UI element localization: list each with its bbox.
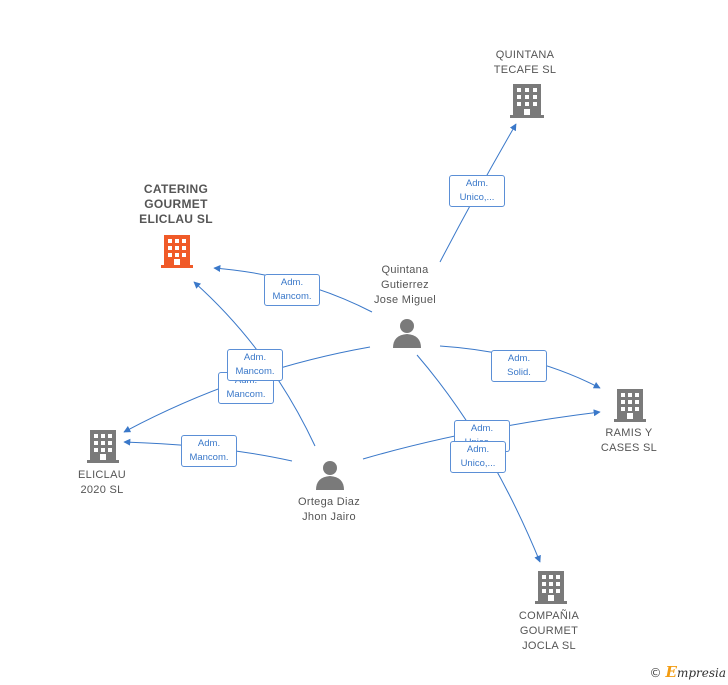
node-label-quintana-tecafe[interactable]: QUINTANA TECAFE SL [494, 48, 557, 78]
edge-label-quintana-catering[interactable]: Adm. Mancom. [264, 274, 320, 306]
edge-label-quintana-jocla[interactable]: Adm. Unico,... [450, 441, 506, 473]
edge-label-line: Adm. [466, 444, 490, 455]
label-line: CASES SL [600, 442, 658, 454]
edge-label-quintana-tecafe[interactable]: Adm. Unico,... [449, 175, 505, 207]
edge-label-line: Adm. [465, 178, 489, 189]
edge-label-ortega-eliclau[interactable]: Adm. Mancom. [181, 435, 237, 467]
node-label-jocla[interactable]: COMPAÑIA GOURMET JOCLA SL [519, 609, 579, 654]
empresia-logo-text: mpresia [676, 666, 726, 680]
person-icon-ortega[interactable] [316, 461, 344, 490]
edge-label-line: Mancom. [235, 366, 275, 377]
empresia-credit[interactable]: ©Empresia [650, 663, 727, 681]
empresia-logo-initial: E [665, 663, 677, 681]
building-icon-ramis[interactable] [614, 389, 646, 422]
label-line: QUINTANA [495, 49, 555, 61]
edge-label-line: Unico,... [460, 458, 496, 469]
label-line: JOCLA SL [522, 640, 576, 652]
edge-label-line: Adm. [507, 353, 531, 364]
building-icon-quintana-tecafe[interactable] [510, 84, 544, 118]
label-line: ELICLAU [78, 469, 126, 481]
edge-label-line: Mancom. [189, 452, 229, 463]
label-line: CATERING [143, 182, 209, 196]
edge-label-quintana-ramis[interactable]: Adm. Solid. [491, 350, 547, 382]
person-icon-quintana[interactable] [393, 319, 421, 348]
edge-label-line: Adm. [243, 352, 267, 363]
edge-label-line: Adm. [470, 423, 494, 434]
edge-label-line: Unico,... [459, 192, 495, 203]
building-icon-catering[interactable] [161, 235, 193, 268]
copyright-icon: © [649, 666, 662, 680]
edge-label-line: Adm. [280, 277, 304, 288]
edge-label-line: Solid. [507, 367, 531, 378]
building-icon-jocla[interactable] [535, 571, 567, 604]
label-line: ELICLAU SL [139, 212, 213, 226]
label-line: Quintana [381, 264, 429, 276]
label-line: Jose Miguel [374, 294, 436, 306]
node-label-ramis[interactable]: RAMIS Y CASES SL [601, 426, 657, 456]
edge-label-line: Mancom. [226, 389, 266, 400]
node-label-eliclau2020[interactable]: ELICLAU 2020 SL [78, 468, 126, 498]
building-icon-eliclau2020[interactable] [87, 430, 119, 463]
label-line: Gutierrez [381, 279, 429, 291]
edge-label-ortega-catering[interactable]: Adm. Mancom. [227, 349, 283, 381]
label-line: RAMIS Y [605, 427, 653, 439]
node-label-ortega[interactable]: Ortega Diaz Jhon Jairo [298, 495, 360, 525]
label-line: GOURMET [519, 625, 579, 637]
label-line: Ortega Diaz [298, 496, 360, 508]
label-line: COMPAÑIA [518, 610, 580, 622]
label-line: TECAFE SL [493, 64, 557, 76]
label-line: 2020 SL [80, 484, 124, 496]
edge-label-line: Adm. [197, 438, 221, 449]
node-label-quintana-person[interactable]: Quintana Gutierrez Jose Miguel [374, 263, 436, 308]
label-line: GOURMET [144, 197, 208, 211]
label-line: Jhon Jairo [302, 511, 356, 523]
node-label-catering[interactable]: CATERING GOURMET ELICLAU SL [139, 182, 213, 227]
edge-label-line: Mancom. [272, 291, 312, 302]
